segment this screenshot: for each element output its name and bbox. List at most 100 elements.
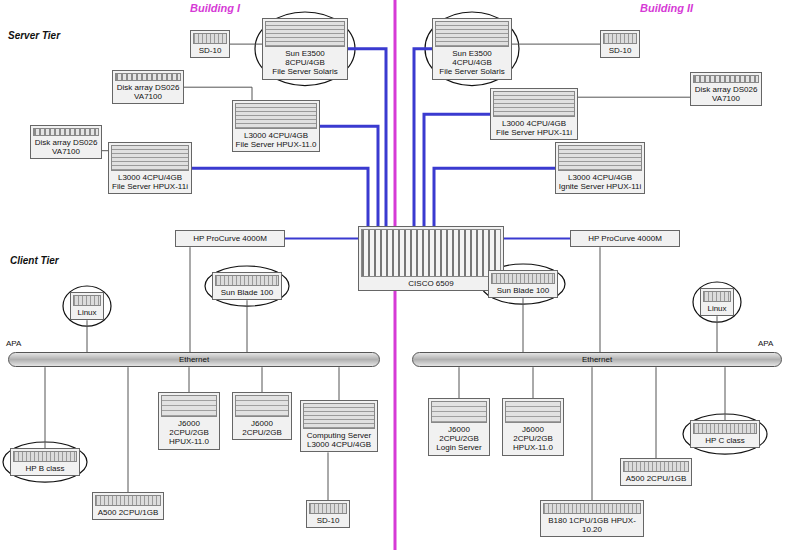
device-face xyxy=(431,401,487,423)
node-text: Ignite Server HPUX-11i xyxy=(558,182,642,191)
node-text: Linux xyxy=(73,308,101,317)
highlight-ellipse xyxy=(683,414,767,454)
fiber-link xyxy=(192,168,368,226)
node-text: File Server HPUX-11i xyxy=(493,128,575,137)
storage-unit: SD-10 xyxy=(190,30,230,58)
network-link xyxy=(533,367,534,398)
device-face xyxy=(491,273,555,284)
highlight-ellipse xyxy=(255,12,355,86)
node-text: File Server HPUX-11i xyxy=(111,182,189,191)
device-face xyxy=(33,128,99,136)
workstation: Sun Blade 100 xyxy=(212,272,282,300)
device-face xyxy=(435,21,509,47)
node-text: L3000 4CPU/4GB xyxy=(303,440,375,449)
network-link xyxy=(87,320,88,352)
node-text: A500 2CPU/1GB xyxy=(623,474,689,483)
node-text: HP C class xyxy=(693,436,757,445)
server-box: B180 1CPU/1GB HPUX-10.20 xyxy=(540,500,644,537)
storage-unit: SD-10 xyxy=(306,500,350,528)
device-face xyxy=(265,21,345,47)
workstation: Linux xyxy=(70,292,104,320)
disk-array: Disk array DS026VA7100 xyxy=(112,70,184,104)
disk-array: Disk array DS026VA7100 xyxy=(690,72,762,106)
highlight-ellipse xyxy=(481,264,565,304)
server-box: L3000 4CPU/4GBIgnite Server HPUX-11i xyxy=(555,142,645,194)
node-text: J6000 2CPU/2GB HPUX-11.0 xyxy=(505,425,561,453)
device-face xyxy=(303,403,375,429)
device-face xyxy=(95,495,161,506)
node-text: Ethernet xyxy=(11,355,377,364)
node-text: SD-10 xyxy=(193,46,227,55)
device-face xyxy=(361,229,501,277)
server-box: Sun E3500 4CPU/4GBFile Server Solaris xyxy=(432,18,512,80)
server-tower: J6000 2CPU/2GB xyxy=(232,392,292,440)
node-text: L3000 4CPU/4GB xyxy=(111,173,189,182)
node-text: A500 2CPU/1GB xyxy=(95,508,161,517)
node-text: HP B class xyxy=(13,464,77,473)
network-link xyxy=(189,367,190,392)
network-link xyxy=(717,316,718,352)
core-switch: CISCO 6509 xyxy=(358,226,504,291)
node-text: Disk array DS026 xyxy=(115,83,181,92)
node-text: VA7100 xyxy=(33,147,99,156)
server-box: Sun E3500 8CPU/4GBFile Server Solaris xyxy=(262,18,348,80)
highlight-ellipse xyxy=(3,442,87,482)
device-face xyxy=(493,91,575,117)
node-text: Linux xyxy=(703,304,731,313)
device-face xyxy=(13,451,77,462)
node-text: VA7100 xyxy=(693,94,759,103)
network-link xyxy=(230,44,262,45)
node-text: SD-10 xyxy=(603,46,637,55)
node-text: File Server Solaris xyxy=(265,67,345,76)
node-text: Login Server xyxy=(431,443,487,452)
node-text: Sun Blade 100 xyxy=(215,288,279,297)
device-face xyxy=(115,73,181,81)
building-heading: Building II xyxy=(640,2,693,15)
device-face xyxy=(309,503,347,514)
storage-unit: SD-10 xyxy=(600,30,640,58)
network-link xyxy=(45,367,46,448)
workstation: Linux xyxy=(700,288,734,316)
node-text: L3000 4CPU/4GB xyxy=(493,119,575,128)
network-link xyxy=(328,452,329,500)
device-face xyxy=(73,295,101,306)
network-link xyxy=(592,367,593,500)
node-text: L3000 4CPU/4GB xyxy=(235,131,317,140)
network-switch: HP ProCurve 4000M xyxy=(570,230,680,247)
fiber-link xyxy=(434,168,555,226)
node-text: Disk array DS026 xyxy=(693,85,759,94)
highlight-ellipse xyxy=(63,286,111,326)
server-tower: J6000 2CPU/2GBLogin Server xyxy=(428,398,490,456)
node-text: CISCO 6509 xyxy=(361,279,501,288)
device-face xyxy=(603,33,637,44)
network-link xyxy=(512,44,600,45)
server-box: A500 2CPU/1GB xyxy=(620,458,692,486)
device-face xyxy=(693,75,759,83)
workstation: Sun Blade 100 xyxy=(488,270,558,298)
node-text: VA7100 xyxy=(115,92,181,101)
workstation: HP B class xyxy=(10,448,80,476)
server-tower: J6000 2CPU/2GB HPUX-11.0 xyxy=(502,398,564,456)
highlight-ellipse xyxy=(693,282,741,322)
ethernet-bus: Ethernet xyxy=(412,352,782,367)
device-face xyxy=(193,33,227,44)
network-link xyxy=(578,97,690,98)
network-link xyxy=(725,367,726,420)
server-box: A500 2CPU/1GB xyxy=(92,492,164,520)
ethernet-bus: Ethernet xyxy=(8,352,380,367)
tier-heading: Server Tier xyxy=(8,30,60,42)
node-text: Computing Server xyxy=(303,431,375,440)
network-label: APA xyxy=(6,339,21,349)
server-tower: J6000 2CPU/2GB HPUX-11.0 xyxy=(158,392,220,450)
node-text: HP ProCurve 4000M xyxy=(180,234,280,243)
network-link xyxy=(262,367,263,392)
node-text: Sun E3500 8CPU/4GB xyxy=(265,49,345,67)
network-link xyxy=(128,367,129,492)
device-face xyxy=(111,145,189,171)
node-text: Disk array DS026 xyxy=(33,138,99,147)
fiber-link xyxy=(285,238,358,240)
device-face xyxy=(235,103,317,129)
highlight-ellipse xyxy=(205,266,289,306)
network-link xyxy=(600,247,601,352)
server-box: Computing ServerL3000 4CPU/4GB xyxy=(300,400,378,452)
